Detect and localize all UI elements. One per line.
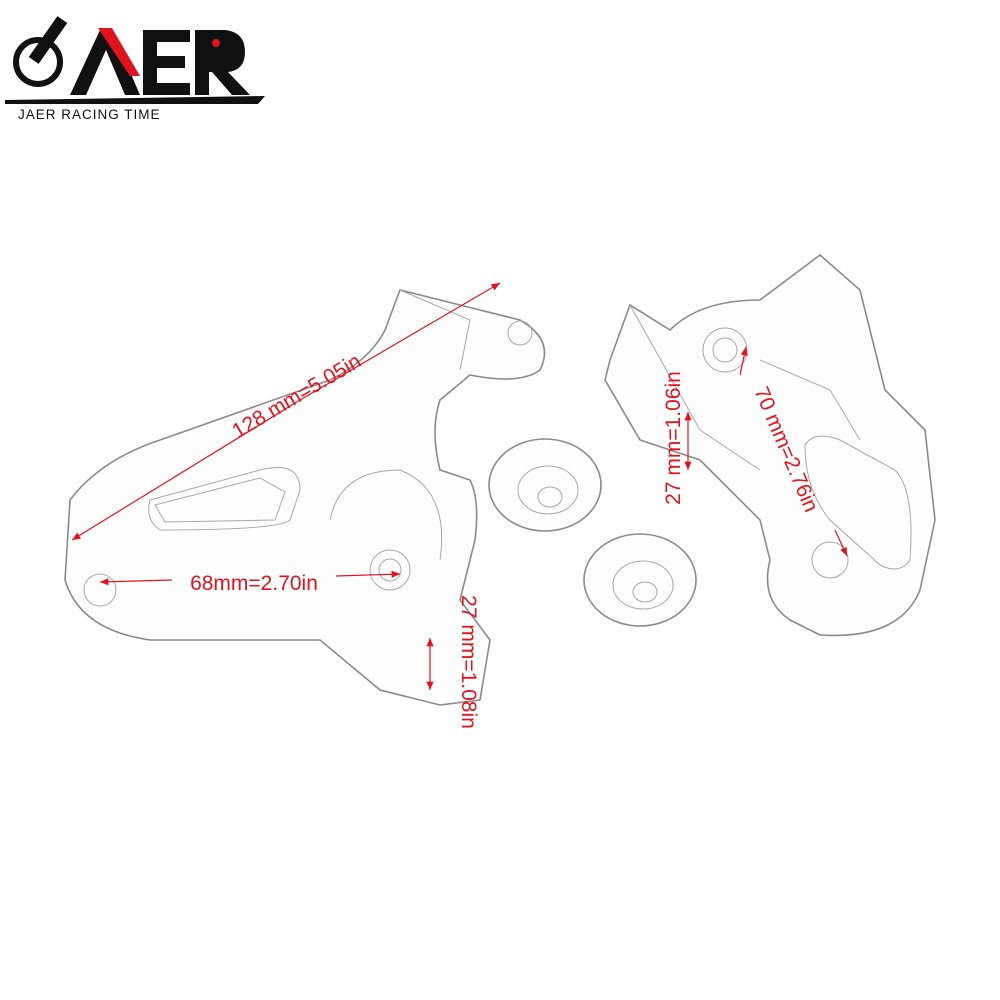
washer-bottom xyxy=(583,533,697,627)
right-frame-slider-bracket xyxy=(604,253,936,637)
dimension-label-27mm-right: 27 mm=1.06in xyxy=(662,371,685,505)
logo-tagline: JAER RACING TIME xyxy=(18,107,161,122)
dimension-line-128mm-end xyxy=(299,282,501,401)
jaer-logo: JAER RACING TIME xyxy=(5,16,265,122)
left-frame-slider-bracket xyxy=(64,289,546,706)
dimension-label-68mm: 68mm=2.70in xyxy=(190,572,318,595)
dimension-line-70mm xyxy=(739,346,748,376)
dimension-line-128mm xyxy=(71,399,301,541)
dimension-line-68mm-end xyxy=(335,570,401,578)
dimension-label-27mm-left: 27 mm=1.08in xyxy=(457,595,480,729)
dimension-line-70mm-end xyxy=(834,529,848,557)
washer-top xyxy=(488,438,602,532)
dimension-line-68mm xyxy=(99,578,173,586)
